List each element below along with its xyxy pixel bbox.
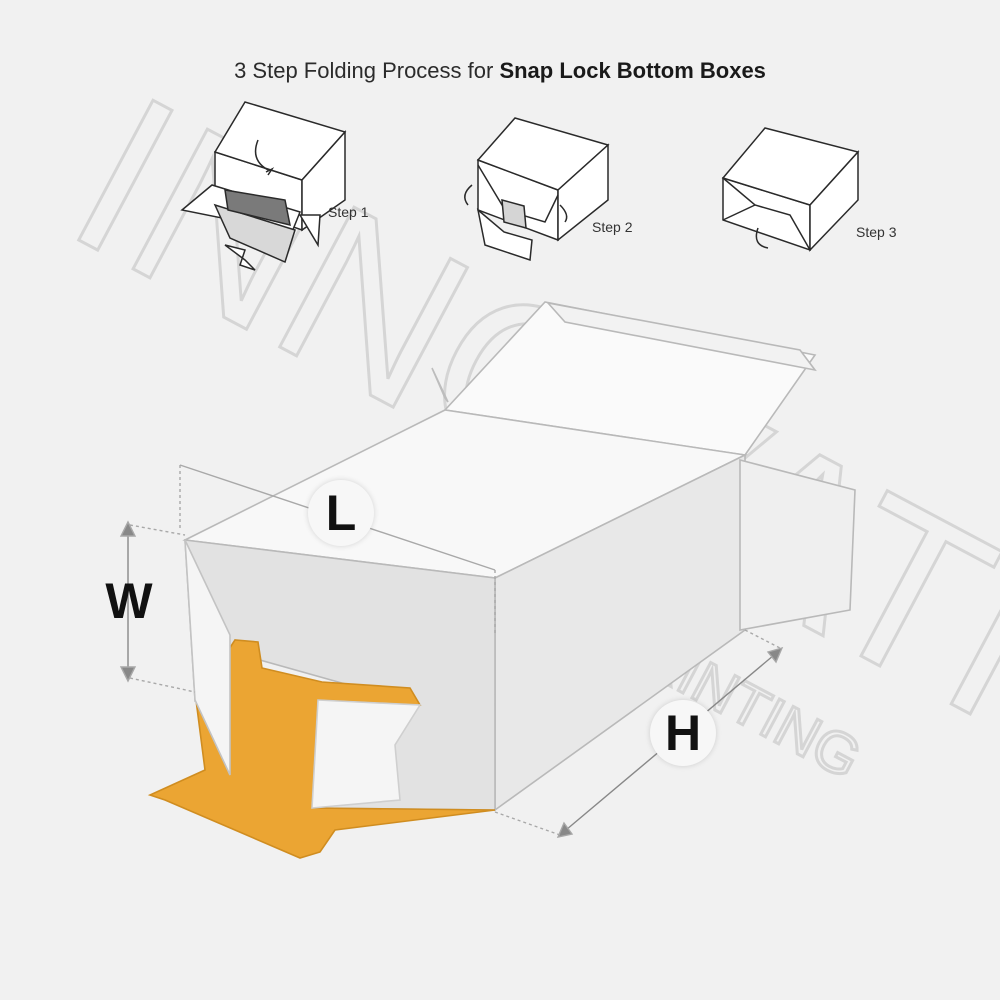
title-bold: Snap Lock Bottom Boxes <box>499 58 766 83</box>
step-3-sketch <box>721 127 860 252</box>
step-2-label: Step 2 <box>592 219 633 235</box>
step-1-sketch <box>180 101 347 271</box>
side-dust-flap <box>739 458 856 631</box>
small-tab <box>431 367 449 403</box>
tuck-lip <box>545 301 817 372</box>
step-2-sketch <box>464 117 610 262</box>
front-dust-flap <box>184 539 231 776</box>
title-prefix: 3 Step Folding Process for <box>234 58 500 83</box>
page-title: 3 Step Folding Process for Snap Lock Bot… <box>0 58 1000 84</box>
length-label: L <box>308 480 374 546</box>
step-3-label: Step 3 <box>856 224 897 240</box>
step-1-label: Step 1 <box>328 204 369 220</box>
height-label: H <box>650 700 716 766</box>
width-label: W <box>105 573 153 629</box>
lock-tongue <box>311 699 422 809</box>
main-box <box>147 301 856 859</box>
